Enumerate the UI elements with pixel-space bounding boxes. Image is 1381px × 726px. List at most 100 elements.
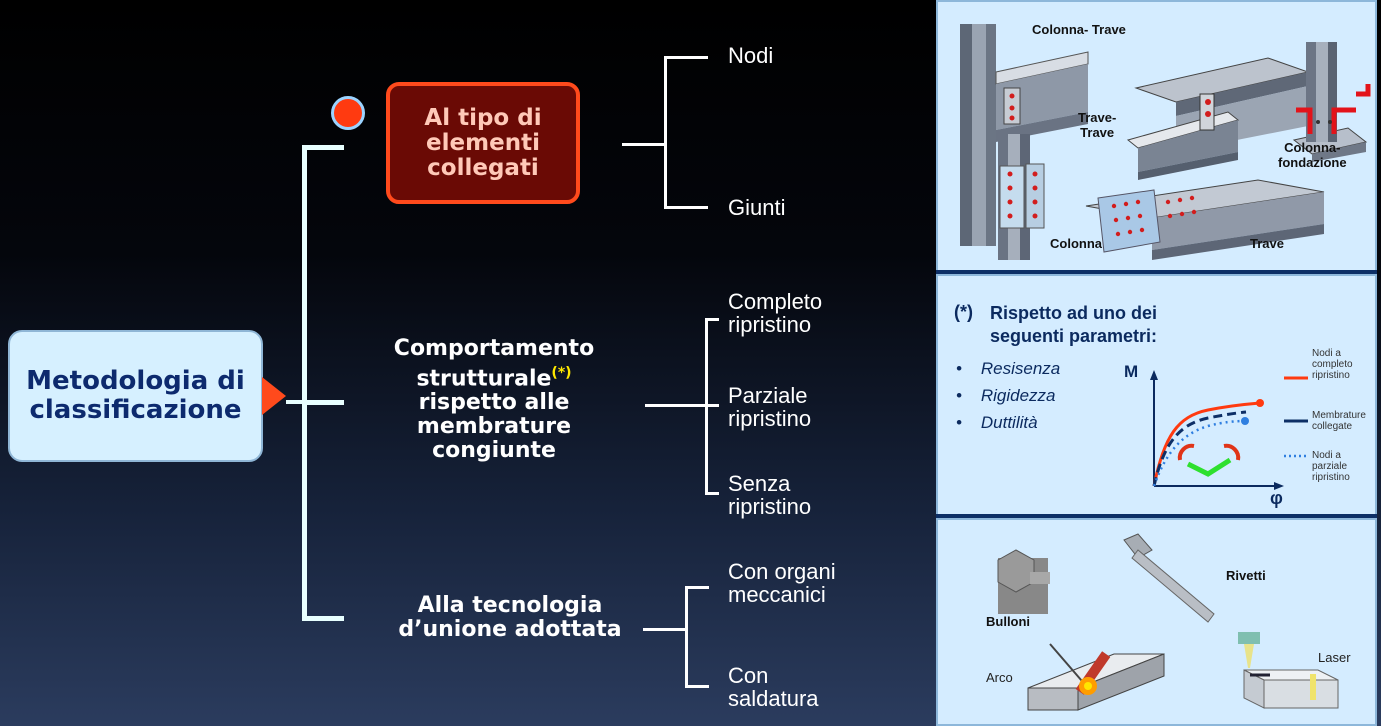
curve-membrature <box>1152 410 1247 487</box>
rotation-arrow-right-icon <box>1223 443 1241 461</box>
category-technology-line1: Alla tecnologia <box>417 593 603 618</box>
main-bracket-connector <box>286 400 306 404</box>
selection-dot <box>331 96 365 130</box>
panel-parameters: (*) Rispetto ad uno dei seguenti paramet… <box>936 274 1377 516</box>
legend-membrature-l1: Membrature <box>1312 410 1366 421</box>
parameters-star: (*) <box>954 302 973 322</box>
beam-splice-illustration <box>1085 179 1325 260</box>
root-arrow <box>262 377 286 415</box>
branch3-stem <box>643 628 687 631</box>
leaf-organi-l2: meccanici <box>728 582 826 607</box>
leaf-completo-l1: Completo <box>728 289 823 314</box>
leaf-organi: Con organi meccanici <box>728 560 836 606</box>
branch3-bottom <box>685 685 709 688</box>
axis-label-phi: φ <box>1270 488 1283 508</box>
moment-rotation-plot <box>1150 370 1308 490</box>
label-colonna-trave: Colonna- Trave <box>1032 22 1126 37</box>
laser-welding-illustration <box>1238 632 1339 709</box>
parameters-bullets: • Resisenza • Rigidezza • Duttilità <box>956 355 1060 436</box>
category-behaviour-label: Comportamento strutturale(*) rispetto al… <box>348 337 640 463</box>
main-bracket-mid <box>302 400 344 405</box>
branch2-top <box>705 318 719 321</box>
branch1-vertical <box>664 56 667 209</box>
panel-separator-1 <box>936 270 1377 274</box>
legend-parziale-l1: Nodi a <box>1312 450 1341 461</box>
category-technology-line2: d’unione adottata <box>398 617 622 642</box>
joining-technologies-illustration <box>997 533 1339 711</box>
category-behaviour-line4: membrature <box>416 414 572 440</box>
bullet-resistenza-text: Resisenza <box>980 359 1061 378</box>
branch3-top <box>685 586 709 589</box>
leaf-senza-l2: ripristino <box>728 494 812 519</box>
curve-completo-end <box>1256 399 1264 407</box>
column-splice-illustration <box>998 134 1045 260</box>
bullet-rigidezza-text: Rigidezza <box>980 386 1056 405</box>
category-behaviour-line2-text: strutturale <box>416 366 552 392</box>
category-behaviour-line5: congiunte <box>432 438 556 464</box>
rivet-illustration <box>1123 533 1215 623</box>
main-bracket-vertical <box>302 145 307 621</box>
category-behaviour-line2: strutturale(*) <box>348 361 640 391</box>
label-colonna-fondazione-l2: fondazione <box>1278 155 1347 170</box>
bullet-rigidezza: • Rigidezza <box>956 386 1056 405</box>
leaf-saldatura-l1: Con <box>728 663 769 688</box>
leaf-saldatura-l2: saldatura <box>728 686 819 711</box>
label-colonna: Colonna <box>1050 236 1102 251</box>
label-colonna-fondazione-l1: Colonna- <box>1284 140 1341 155</box>
leaf-nodi: Nodi <box>728 43 774 68</box>
bullet-duttilita-text: Duttilità <box>980 413 1038 432</box>
label-laser: Laser <box>1318 650 1351 665</box>
connection-types-illustration <box>960 24 1371 260</box>
leaf-saldatura: Con saldatura <box>728 664 819 710</box>
beam-beam-illustration <box>1126 57 1310 180</box>
label-bulloni: Bulloni <box>986 614 1031 629</box>
label-trave: Trave <box>1250 236 1284 251</box>
curve-completo <box>1152 401 1261 487</box>
arc-welding-illustration <box>1027 643 1165 711</box>
category-behaviour-line3: rispetto alle <box>418 390 570 416</box>
plot-x-arrow <box>1274 482 1284 490</box>
leaf-completo: Completo ripristino <box>728 290 822 336</box>
main-bracket-bottom <box>302 616 344 621</box>
column-foundation-illustration <box>1292 42 1371 162</box>
leaf-senza-l1: Senza <box>728 471 791 496</box>
legend-parziale: Nodi a parziale ripristino <box>1312 450 1350 483</box>
main-bracket-top <box>302 145 344 150</box>
parameters-heading-l1: Rispetto ad uno dei <box>990 303 1158 323</box>
plot-y-arrow <box>1150 370 1158 380</box>
branch3-vertical <box>685 586 688 688</box>
bullet-duttilita: • Duttilità <box>956 413 1038 432</box>
branch1-top <box>664 56 708 59</box>
panel-joining-technologies: Bulloni Rivetti Arco Laser <box>936 518 1377 726</box>
label-trave-trave-l2: Trave <box>1080 125 1115 140</box>
rotation-arrow-left-icon <box>1177 443 1195 461</box>
label-trave-trave: Trave- Trave <box>1078 110 1116 140</box>
bullet-resistenza: • Resisenza <box>956 359 1061 378</box>
root-label-line2: classificazione <box>29 395 242 425</box>
leaf-parziale-l2: ripristino <box>728 406 812 431</box>
legend-parziale-l3: ripristino <box>1312 472 1350 483</box>
legend-completo: Nodi a completo ripristino <box>1312 348 1353 381</box>
curve-parziale <box>1152 419 1245 487</box>
root-label-line1: Metodologia di <box>26 366 245 396</box>
leaf-senza: Senza ripristino <box>728 472 811 518</box>
leaf-organi-l1: Con organi <box>728 559 836 584</box>
category-technology-label: Alla tecnologia d’unione adottata <box>360 594 660 642</box>
bolt-illustration <box>997 549 1050 614</box>
curve-parziale-end <box>1241 417 1249 425</box>
category-elements-line2: elementi <box>426 129 540 156</box>
legend-membrature-l2: collegate <box>1312 421 1353 432</box>
category-behaviour-line1: Comportamento <box>393 336 595 361</box>
label-rivetti: Rivetti <box>1226 568 1266 583</box>
legend-completo-l1: Nodi a <box>1312 348 1341 359</box>
legend-completo-l2: completo <box>1312 359 1353 370</box>
column-beam-illustration <box>960 24 1089 246</box>
leaf-parziale-l1: Parziale <box>728 383 808 408</box>
footnote-marker: (*) <box>551 365 572 381</box>
branch2-stem <box>645 404 707 407</box>
panel-connection-types: Colonna- Trave Trave- Trave Colonna- fon… <box>936 0 1377 272</box>
category-elements-box[interactable]: Al tipo di elementi collegati <box>386 82 580 204</box>
panel-separator-2 <box>936 514 1377 518</box>
parameters-heading-l2: seguenti parametri: <box>990 326 1158 346</box>
category-elements-line1: Al tipo di <box>424 104 542 131</box>
